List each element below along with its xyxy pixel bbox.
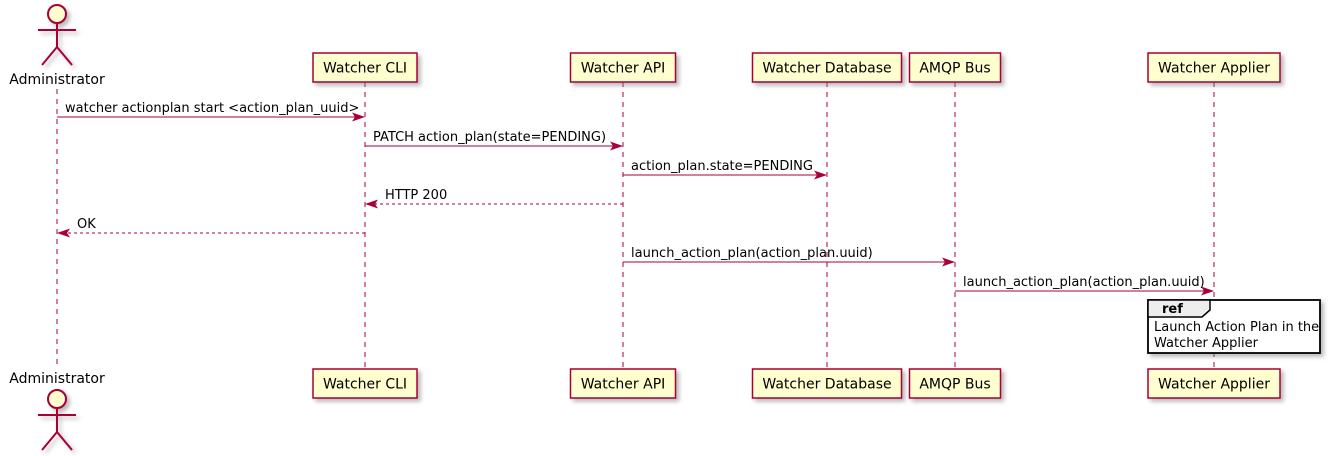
- message: OK: [57, 217, 365, 238]
- participant: Watcher API: [569, 368, 677, 399]
- participant-label: Watcher API: [581, 377, 666, 393]
- participant-label: AMQP Bus: [919, 377, 990, 393]
- message-arrowhead: [365, 199, 378, 209]
- participant-label: Watcher CLI: [323, 377, 407, 393]
- ref-header-tab: [1147, 299, 1211, 318]
- ref-text-line: Watcher Applier: [1154, 336, 1259, 351]
- message-arrowhead: [57, 228, 70, 238]
- message-arrowhead: [610, 141, 623, 151]
- ref-text-line: Launch Action Plan in the: [1154, 320, 1319, 335]
- message: HTTP 200: [365, 188, 623, 209]
- message-arrowhead: [352, 112, 365, 122]
- message-arrowhead: [814, 170, 827, 180]
- participant: Watcher Database: [751, 368, 903, 399]
- message: launch_action_plan(action_plan.uuid): [955, 275, 1214, 296]
- message-label: launch_action_plan(action_plan.uuid): [631, 246, 873, 261]
- message-label: watcher actionplan start <action_plan_uu…: [65, 101, 359, 116]
- participant-box: [569, 52, 677, 83]
- actor-icon: [38, 4, 76, 66]
- participant-box: [751, 52, 903, 83]
- participant-box: [1147, 368, 1281, 399]
- participant-label: Watcher API: [581, 61, 666, 77]
- participant-label: Watcher Database: [762, 61, 891, 77]
- participant-box: [908, 52, 1002, 83]
- participant: Watcher Database: [751, 52, 903, 83]
- message: watcher actionplan start <action_plan_uu…: [57, 101, 365, 122]
- message-arrowhead: [942, 257, 955, 267]
- actor-label: Administrator: [9, 72, 105, 88]
- message: action_plan.state=PENDING: [623, 159, 827, 180]
- participant: Watcher CLI: [312, 368, 418, 399]
- participant-box: [312, 368, 418, 399]
- message-label: HTTP 200: [385, 188, 447, 203]
- participant-label: Watcher Applier: [1158, 377, 1270, 393]
- participant: Watcher CLI: [312, 52, 418, 83]
- participant: AMQP Bus: [908, 368, 1002, 399]
- message-label: launch_action_plan(action_plan.uuid): [963, 275, 1205, 290]
- message: launch_action_plan(action_plan.uuid): [623, 246, 955, 267]
- actor-leg-left: [41, 431, 58, 451]
- actor-leg-left: [41, 46, 58, 66]
- participant-box: [908, 368, 1002, 399]
- participant: Watcher Applier: [1147, 368, 1281, 399]
- actor-icon: [38, 389, 76, 451]
- message-arrowhead: [1201, 286, 1214, 296]
- actor-leg-right: [56, 431, 73, 451]
- actor-label: Administrator: [9, 371, 105, 387]
- actor-leg-right: [56, 46, 73, 66]
- participant-box: [569, 368, 677, 399]
- message: PATCH action_plan(state=PENDING): [365, 130, 623, 151]
- participant-label: Watcher Database: [762, 377, 891, 393]
- ref-keyword: ref: [1162, 302, 1183, 317]
- participant: Watcher Applier: [1147, 52, 1281, 83]
- message-label: OK: [77, 217, 96, 232]
- message-label: action_plan.state=PENDING: [631, 159, 813, 174]
- participant-label: Watcher CLI: [323, 61, 407, 77]
- participant-label: AMQP Bus: [919, 61, 990, 77]
- participant-box: [312, 52, 418, 83]
- actor-head: [47, 389, 67, 409]
- participant-box: [1147, 52, 1281, 83]
- message-label: PATCH action_plan(state=PENDING): [373, 130, 606, 145]
- participant-label: Watcher Applier: [1158, 61, 1270, 77]
- participant-box: [751, 368, 903, 399]
- participant: AMQP Bus: [908, 52, 1002, 83]
- actor-head: [47, 4, 67, 24]
- participant: Watcher API: [569, 52, 677, 83]
